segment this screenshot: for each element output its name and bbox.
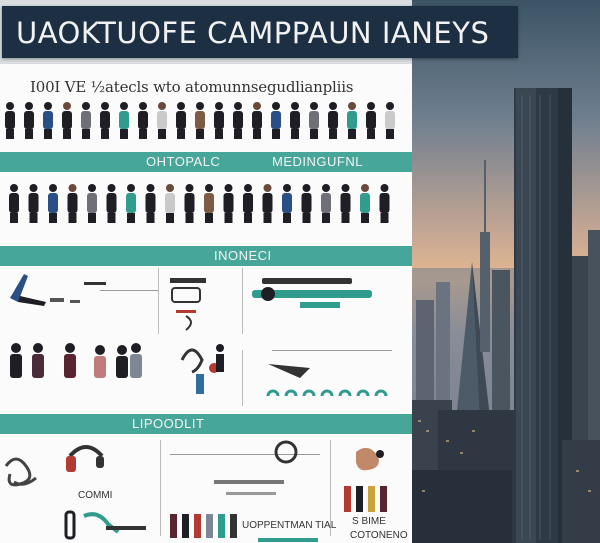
skyline-illustration — [412, 88, 600, 543]
bottom-illustration — [4, 440, 387, 542]
mid-figures-icon — [180, 344, 224, 394]
person-figure-icon — [87, 184, 97, 223]
gadget-icon — [170, 278, 206, 331]
person-figure-icon — [165, 184, 175, 223]
teal-arcs-icon — [266, 389, 388, 397]
person-figure-icon — [223, 184, 234, 223]
label-commi: COMMI — [78, 490, 113, 501]
person-figure-icon — [282, 184, 292, 223]
cable-icon — [4, 457, 37, 487]
person-figure-icon — [379, 184, 390, 223]
person-figure-icon — [184, 184, 195, 223]
section-band-3: LIPOODLIT — [0, 414, 412, 434]
person-figure-icon — [366, 102, 376, 139]
gauge-icon — [214, 440, 298, 495]
person-figure-icon — [243, 184, 253, 223]
person-figure-icon — [252, 102, 262, 139]
people-row-1 — [0, 98, 412, 146]
band-1-left-label: OHTOPALC — [146, 154, 221, 169]
person-figure-icon — [100, 102, 110, 139]
people-group-icon — [10, 343, 142, 378]
person-figure-icon — [360, 184, 370, 223]
label-sbime: S BIME — [352, 516, 386, 527]
label-cotoneno: COTONENO — [350, 530, 408, 541]
section-band-2: INONECI — [0, 246, 412, 266]
section-band-1: OHTOPALC MEDINGUFNL — [0, 152, 412, 172]
device-icon — [66, 445, 104, 472]
person-figure-icon — [328, 102, 338, 139]
label-hoppen: UOPPENTMAN TIAL — [242, 520, 337, 531]
person-figure-icon — [347, 102, 357, 139]
blue-tool-icon — [10, 274, 106, 306]
person-figure-icon — [157, 102, 167, 139]
skyline-photo — [412, 0, 600, 543]
tools-and-people-illustration — [10, 274, 388, 397]
panel-caption: I00I VE ½atecls wto atomunnsegudlianplii… — [30, 78, 354, 96]
person-figure-icon — [233, 102, 243, 139]
person-figure-icon — [62, 102, 72, 139]
person-figure-icon — [28, 184, 39, 223]
infographic-panel: I00I VE ½atecls wto atomunnsegudlianplii… — [0, 64, 412, 543]
person-figure-icon — [145, 184, 156, 223]
band-3-label: LIPOODLIT — [132, 416, 205, 431]
person-figure-icon — [204, 184, 214, 223]
title-banner: UAOKTUOFE CAMPPAUN IANEYS — [2, 6, 518, 58]
teal-machine-icon — [252, 278, 372, 308]
tool-icon — [64, 510, 146, 540]
person-figure-icon — [195, 102, 205, 139]
person-figure-icon — [214, 102, 224, 139]
person-figure-icon — [321, 184, 331, 223]
person-figure-icon — [340, 184, 351, 223]
person-figure-icon — [385, 102, 395, 139]
band-1-right-label: MEDINGUFNL — [272, 154, 363, 169]
swatch-group-icon — [170, 486, 387, 538]
person-figure-icon — [119, 102, 129, 139]
person-figure-icon — [48, 184, 58, 223]
bottom-section: COMMI UOPPENTMAN TIAL S BIME COTONENO — [0, 436, 412, 543]
person-figure-icon-row-2 — [9, 184, 390, 223]
person-figure-icon — [262, 184, 273, 223]
person-figure-icon — [67, 184, 78, 223]
person-figure-icon-row-1 — [5, 102, 395, 139]
person-figure-icon — [309, 102, 319, 139]
person-figure-icon — [5, 102, 15, 139]
person-figure-icon — [301, 184, 312, 223]
person-figure-icon — [24, 102, 34, 139]
person-figure-icon — [81, 102, 91, 139]
person-figure-icon — [106, 184, 117, 223]
banner-title: UAOKTUOFE CAMPPAUN IANEYS — [16, 16, 490, 50]
person-figure-icon — [271, 102, 281, 139]
people-row-2 — [0, 180, 412, 232]
hand-icon — [356, 447, 384, 471]
person-figure-icon — [176, 102, 186, 139]
person-figure-icon — [9, 184, 19, 223]
person-figure-icon — [138, 102, 148, 139]
person-figure-icon — [43, 102, 53, 139]
band-2-label: INONECI — [214, 248, 272, 263]
person-figure-icon — [126, 184, 136, 223]
person-figure-icon — [290, 102, 300, 139]
grid-section — [0, 268, 412, 424]
